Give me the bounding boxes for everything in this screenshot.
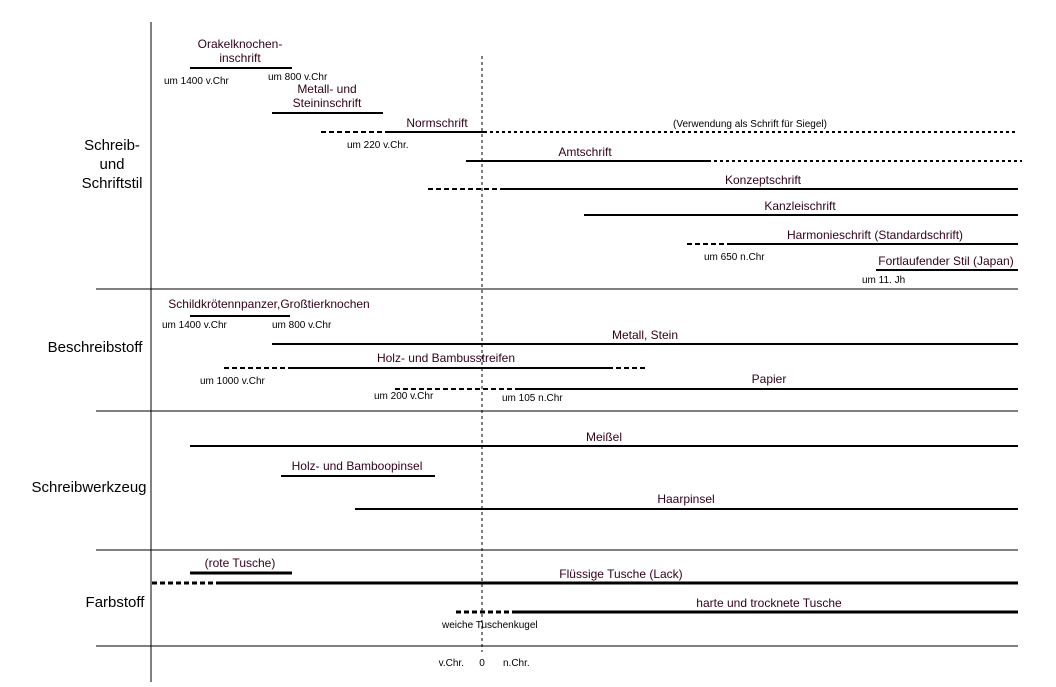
entry-label-metall_inschrift: Steininschrift xyxy=(293,96,362,110)
date-note-n6: um 1400 v.Chr xyxy=(162,320,228,331)
entry-label-haarpinsel: Haarpinsel xyxy=(657,492,714,506)
entry-label-metall_inschrift: Metall- und xyxy=(297,82,356,96)
entry-label-kanzlei: Kanzleischrift xyxy=(764,199,836,213)
category-label-werkzeug: Schreibwerkzeug xyxy=(31,479,146,496)
date-note-n8: um 1000 v.Chr xyxy=(200,376,266,387)
date-note-n5: um 11. Jh xyxy=(862,275,905,286)
entry-label-orakel: inschrift xyxy=(219,51,261,65)
entry-label-meissel: Meißel xyxy=(586,430,622,444)
axis-label-bc: v.Chr. xyxy=(439,658,464,669)
entry-label-konzept: Konzeptschrift xyxy=(725,173,802,187)
entry-label-papier: Papier xyxy=(752,372,787,386)
axis-label-ad: n.Chr. xyxy=(503,658,530,669)
diagram-frame xyxy=(96,22,1018,682)
entry-label-siegel: (Verwendung als Schrift für Siegel) xyxy=(673,119,827,130)
date-note-n3: um 220 v.Chr. xyxy=(347,140,409,151)
category-label-stil: Schreib- xyxy=(84,137,140,154)
timeline-bars xyxy=(152,67,1022,614)
date-note-n9: um 200 v.Chr xyxy=(374,391,434,402)
entry-label-harte_tusche: harte und trocknete Tusche xyxy=(696,596,842,610)
entry-label-fortlaufend: Fortlaufender Stil (Japan) xyxy=(878,254,1013,268)
date-note-n10: um 105 n.Chr xyxy=(502,393,563,404)
entry-label-orakel: Orakelknochen- xyxy=(198,37,283,51)
date-note-n2: um 800 v.Chr xyxy=(268,72,328,83)
category-label-stil: Schriftstil xyxy=(82,175,143,192)
entry-label-rote_tusche: (rote Tusche) xyxy=(205,556,276,570)
date-note-n7: um 800 v.Chr xyxy=(272,320,332,331)
date-note-n1: um 1400 v.Chr xyxy=(164,76,230,87)
entry-label-bamboopinsel: Holz- und Bamboopinsel xyxy=(292,459,423,473)
category-label-stil: und xyxy=(99,156,124,173)
entry-label-panzer: Schildkrötennpanzer,Großtierknochen xyxy=(168,297,369,311)
entry-label-amtschrift: Amtschrift xyxy=(558,145,612,159)
entry-label-holz_bambus: Holz- und Bambusstreifen xyxy=(377,351,515,365)
entry-label-fluessige_tusche: Flüssige Tusche (Lack) xyxy=(559,567,682,581)
date-note-n11: weiche Tuschenkugel xyxy=(441,620,538,631)
date-note-n4: um 650 n.Chr xyxy=(704,252,765,263)
entry-label-normschrift: Normschrift xyxy=(406,116,468,130)
entry-label-harmonie: Harmonieschrift (Standardschrift) xyxy=(787,228,963,242)
timeline-labels: Schreib-undSchriftstilBeschreibstoffSchr… xyxy=(31,37,1013,669)
category-label-farbstoff: Farbstoff xyxy=(86,594,146,611)
category-label-stoff: Beschreibstoff xyxy=(48,339,144,356)
entry-label-metall_stein: Metall, Stein xyxy=(612,328,678,342)
axis-label-zero: 0 xyxy=(479,658,485,669)
